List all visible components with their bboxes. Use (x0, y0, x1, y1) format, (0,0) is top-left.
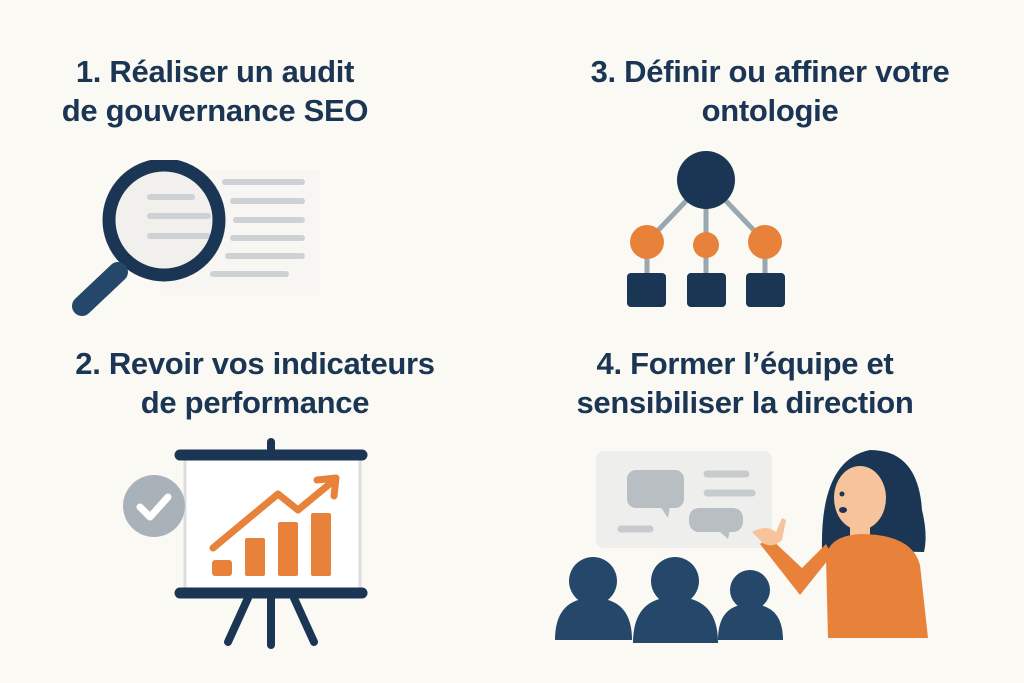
hierarchy-tree-icon (627, 151, 785, 307)
step-4-title: 4. Former l’équipe et sensibiliser la di… (530, 344, 960, 422)
step-3-title-line2: ontologie (701, 93, 839, 128)
step-2-title: 2. Revoir vos indicateurs de performance (50, 344, 460, 422)
presentation-chart-icon (123, 438, 368, 649)
step-4-title-line2: sensibiliser la direction (576, 385, 914, 420)
step-2-title-line2: de performance (140, 385, 370, 420)
step-2-title-line1: 2. Revoir vos indicateurs (75, 346, 435, 381)
step-3-title: 3. Définir ou affiner votre ontologie (540, 52, 1000, 130)
magnifier-document-icon (72, 160, 320, 316)
presenter-audience-icon (555, 450, 928, 643)
step-1-title: 1. Réaliser un audit de gouvernance SEO (30, 52, 400, 130)
step-1-title-line2: de gouvernance SEO (61, 93, 369, 128)
step-1-title-line1: 1. Réaliser un audit (75, 54, 355, 89)
step-3-title-line1: 3. Définir ou affiner votre (590, 54, 950, 89)
step-4-title-line1: 4. Former l’équipe et (596, 346, 894, 381)
